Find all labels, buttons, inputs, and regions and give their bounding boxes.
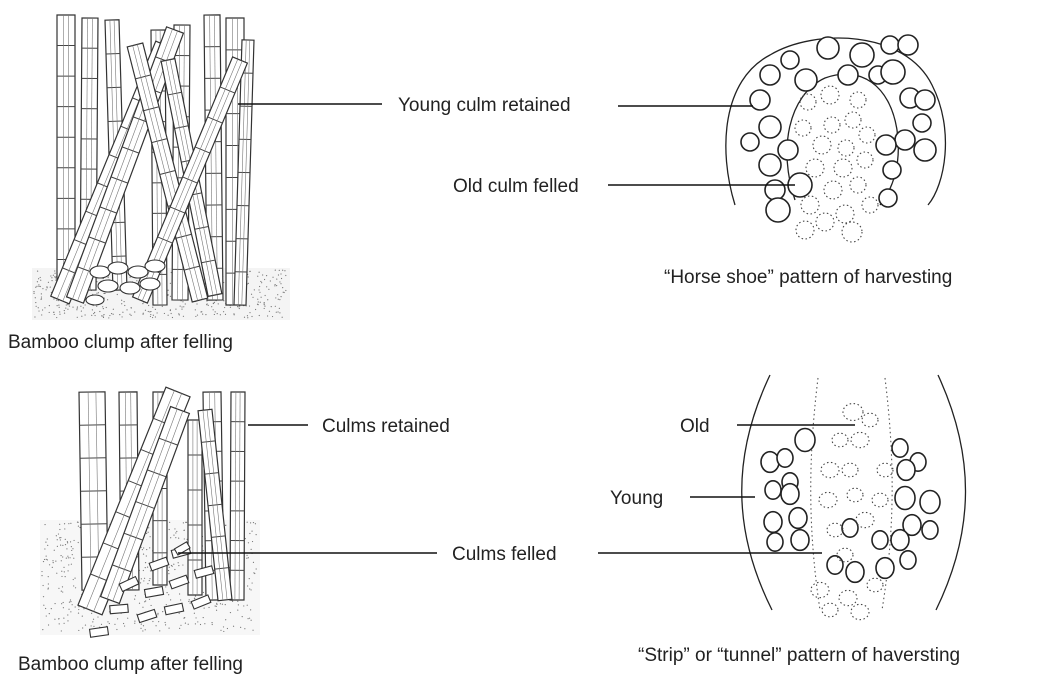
label-young-culm-retained: Young culm retained — [398, 95, 571, 116]
strip-right-boundary — [936, 375, 966, 610]
caption-horse-shoe: “Horse shoe” pattern of harvesting — [664, 267, 952, 288]
label-young: Young — [610, 488, 663, 509]
bamboo-culm — [230, 392, 245, 600]
label-old-culm-felled: Old culm felled — [453, 176, 579, 197]
caption-clump-bottom: Bamboo clump after felling — [18, 654, 243, 674]
caption-strip: “Strip” or “tunnel” pattern of haverstin… — [638, 645, 960, 666]
strip-left-dotted-line — [811, 378, 820, 610]
label-culms-felled: Culms felled — [452, 544, 557, 565]
bamboo-clump-bottom-illustration — [40, 387, 260, 637]
old-culm-circles — [795, 86, 878, 242]
label-old: Old — [680, 416, 710, 437]
young-culm-circles — [741, 35, 936, 222]
strip-diagram — [742, 375, 966, 620]
label-culms-retained: Culms retained — [322, 416, 450, 437]
caption-clump-top: Bamboo clump after felling — [8, 332, 233, 353]
old-culm-circles-strip — [811, 404, 893, 620]
bamboo-clump-top-illustration — [32, 15, 290, 320]
horse-shoe-diagram — [726, 35, 946, 242]
